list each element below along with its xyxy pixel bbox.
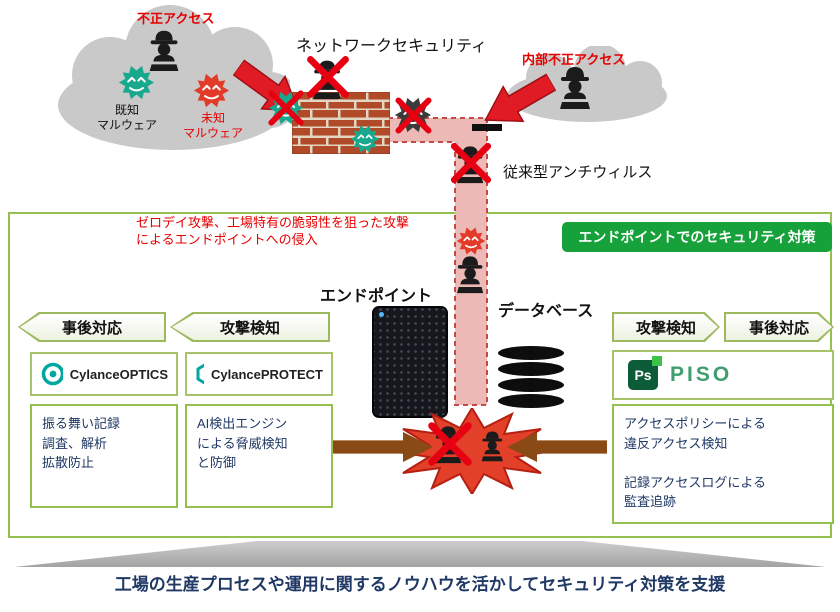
attack-burst bbox=[392, 408, 552, 494]
known-malware-icon bbox=[118, 64, 155, 101]
cylance-protect-name: CylancePROTECT bbox=[211, 366, 323, 382]
protect-description: AI検出エンジン による脅威検知 と防御 bbox=[185, 404, 333, 508]
piso-logo-icon: Ps bbox=[628, 356, 662, 390]
banner-post-response-right: 事後対応 bbox=[724, 312, 834, 342]
attack-arrow-right bbox=[471, 63, 562, 141]
block-cross-icon bbox=[447, 139, 495, 187]
block-cross-icon bbox=[424, 418, 476, 470]
burst-hacker-icon bbox=[476, 428, 510, 462]
block-cross-icon bbox=[392, 94, 435, 137]
cylance-optics-box: CylanceOPTICS bbox=[30, 352, 178, 396]
block-cross-icon bbox=[265, 87, 307, 129]
banner-post-response-left: 事後対応 bbox=[18, 312, 166, 342]
banner-attack-detection-right: 攻撃検知 bbox=[612, 312, 720, 342]
cylance-protect-logo-icon bbox=[196, 363, 205, 385]
unknown-malware-label: 未知 マルウェア bbox=[182, 111, 243, 140]
unknown-malware-icon bbox=[193, 72, 230, 109]
database-icon bbox=[498, 346, 564, 408]
optics-description: 振る舞い記録 調査、解析 拡散防止 bbox=[30, 404, 178, 508]
cylance-protect-box: CylancePROTECT bbox=[185, 352, 333, 396]
endpoint-security-badge: エンドポイントでのセキュリティ対策 bbox=[562, 222, 832, 252]
conventional-antivirus-label: 従来型アンチウィルス bbox=[503, 164, 653, 181]
cylance-optics-name: CylanceOPTICS bbox=[69, 366, 168, 382]
endpoint-label: エンドポイント bbox=[320, 288, 433, 305]
cylance-optics-logo-icon bbox=[41, 362, 63, 386]
server-led bbox=[379, 312, 384, 317]
database-label: データベース bbox=[498, 303, 594, 320]
known-malware-label: 既知 マルウェア bbox=[96, 103, 157, 132]
block-cross-icon bbox=[303, 52, 353, 102]
zero-day-note: ゼロデイ攻撃、工場特有の脆弱性を狙った攻撃 によるエンドポイントへの侵入 bbox=[136, 215, 410, 247]
footer-shape bbox=[14, 541, 826, 567]
piso-description: アクセスポリシーによる 違反アクセス検知 記録アクセスログによる 監査追跡 bbox=[612, 404, 834, 524]
network-security-title: ネットワークセキュリティ bbox=[296, 38, 488, 55]
banner-attack-detection-left: 攻撃検知 bbox=[170, 312, 330, 342]
malware-on-wall-icon bbox=[350, 124, 380, 154]
piso-box: Ps PISO bbox=[612, 350, 834, 400]
hacker-on-path-icon bbox=[450, 252, 492, 294]
footer-message: 工場の生産プロセスや運用に関するノウハウを活かしてセキュリティ対策を支援 bbox=[114, 575, 726, 594]
unauthorized-access-label: 不正アクセス bbox=[137, 11, 215, 26]
piso-name: PISO bbox=[670, 363, 733, 386]
endpoint-server bbox=[372, 306, 448, 418]
internal-unauthorized-access-label: 内部不正アクセス bbox=[522, 52, 626, 67]
block-bar bbox=[472, 124, 502, 131]
